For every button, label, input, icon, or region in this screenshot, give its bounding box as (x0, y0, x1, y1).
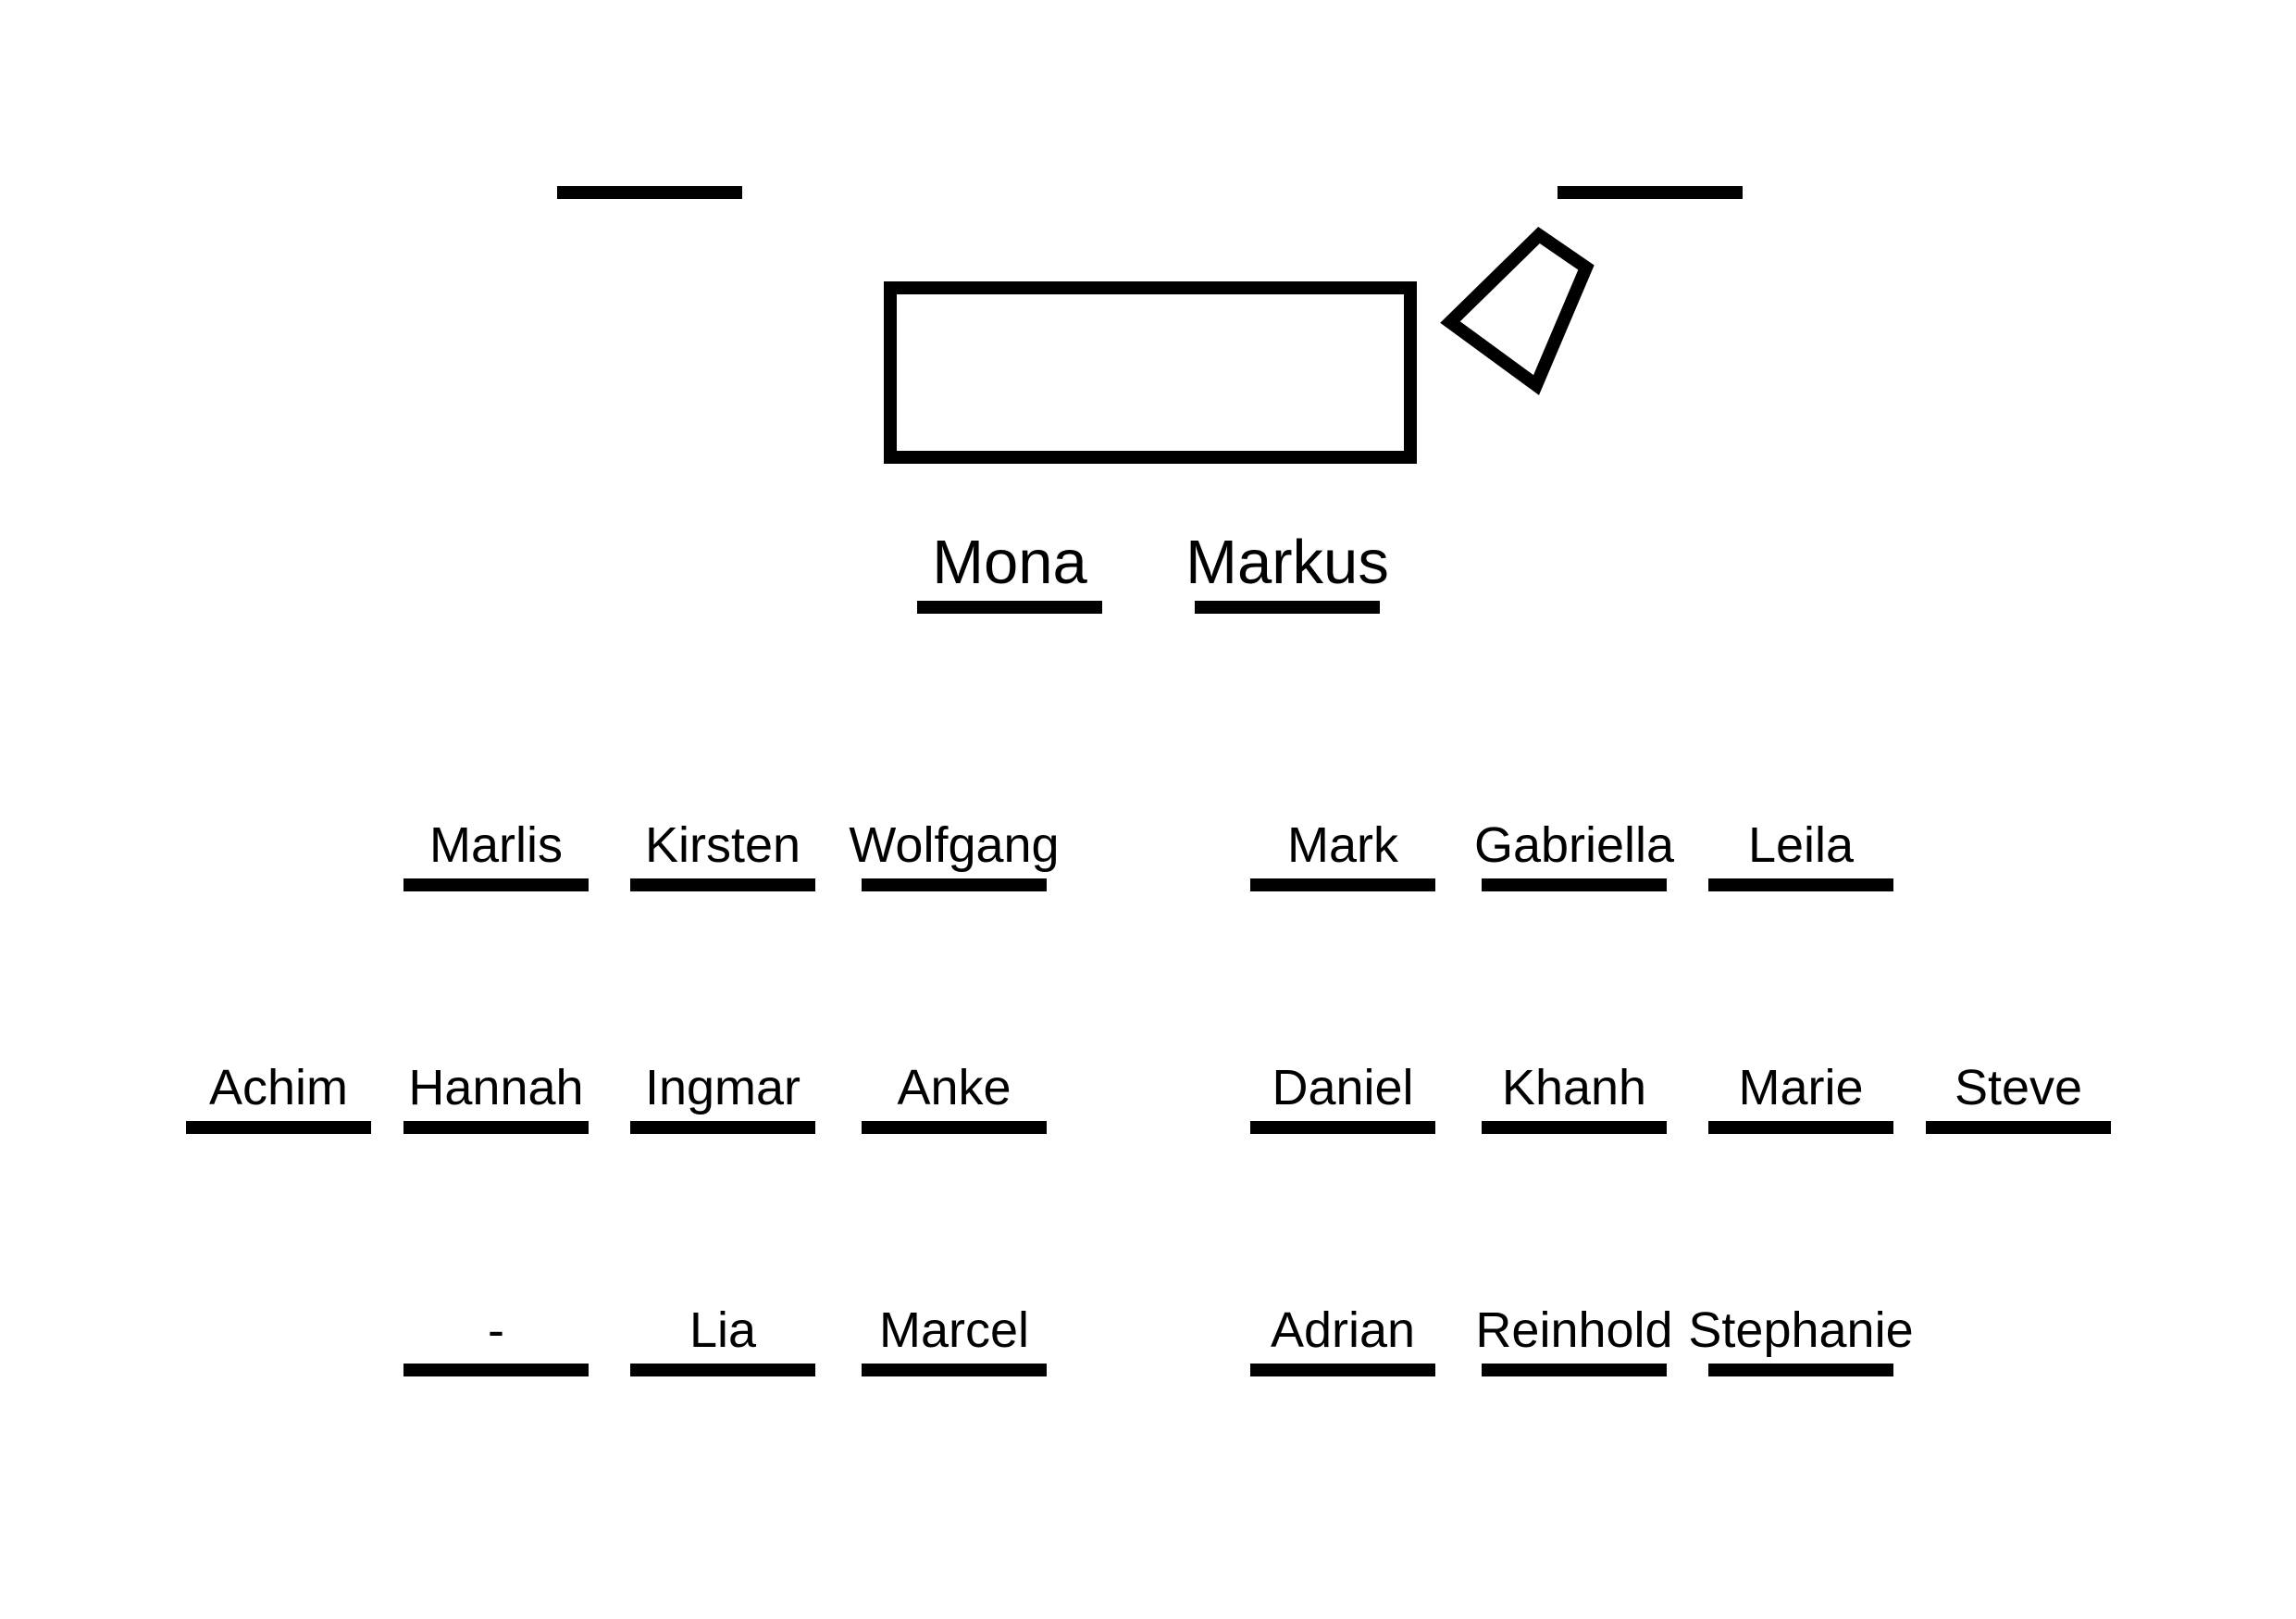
seat-line-front-1 (917, 601, 1102, 614)
seat-label-left-r2-c2: Hannah (408, 1060, 583, 1115)
seat-label-right-r3-c1: Adrian (1271, 1302, 1415, 1358)
seat-line-left-r1-c4 (862, 878, 1047, 891)
top-left-line (557, 186, 742, 199)
seat-line-left-r3-c4 (862, 1364, 1047, 1376)
seat-line-right-r3-c3 (1708, 1364, 1893, 1376)
seat-label-left-r1-c3: Kirsten (645, 817, 800, 873)
seat-label-left-r1-c2: Marlis (429, 817, 563, 873)
seat-label-right-r3-c2: Reinhold (1475, 1302, 1672, 1358)
seat-label-right-r2-c4: Steve (1955, 1060, 2082, 1115)
seat-label-left-r3-c4: Marcel (879, 1302, 1029, 1358)
seat-line-right-r2-c1 (1250, 1121, 1435, 1134)
seat-line-left-r1-c2 (403, 878, 589, 891)
front-desk (884, 281, 1417, 464)
seat-line-left-r2-c4 (862, 1121, 1047, 1134)
seat-line-left-r1-c3 (630, 878, 815, 891)
seat-label-right-r1-c3: Leila (1748, 817, 1855, 873)
seat-line-left-r2-c2 (403, 1121, 589, 1134)
seat-line-left-r3-c3 (630, 1364, 815, 1376)
seat-line-front-2 (1195, 601, 1380, 614)
seat-line-left-r3-c2 (403, 1364, 589, 1376)
seat-line-right-r1-c1 (1250, 878, 1435, 891)
seat-label-left-r2-c3: Ingmar (645, 1060, 800, 1115)
seat-label-right-r1-c1: Mark (1287, 817, 1399, 873)
seat-label-right-r2-c1: Daniel (1272, 1060, 1413, 1115)
seat-line-right-r1-c2 (1482, 878, 1667, 891)
seat-label-front-1: Mona (932, 528, 1087, 597)
seat-label-right-r2-c3: Marie (1738, 1060, 1863, 1115)
seat-line-left-r2-c1 (186, 1121, 371, 1134)
lamp-shape (1440, 226, 1595, 395)
seat-label-left-r2-c1: Achim (209, 1060, 348, 1115)
seat-label-right-r2-c2: Khanh (1502, 1060, 1646, 1115)
seat-line-right-r1-c3 (1708, 878, 1893, 891)
seat-line-right-r2-c4 (1926, 1121, 2111, 1134)
seat-line-right-r2-c2 (1482, 1121, 1667, 1134)
seat-label-right-r3-c3: Stephanie (1688, 1302, 1913, 1358)
seat-label-left-r1-c4: Wolfgang (849, 817, 1059, 873)
seat-label-left-r3-c2: - (488, 1302, 504, 1358)
seat-line-left-r2-c3 (630, 1121, 815, 1134)
top-right-line (1558, 186, 1743, 199)
seat-line-right-r3-c1 (1250, 1364, 1435, 1376)
seat-line-right-r2-c3 (1708, 1121, 1893, 1134)
seat-line-right-r3-c2 (1482, 1364, 1667, 1376)
seat-label-right-r1-c2: Gabriella (1474, 817, 1675, 873)
seat-label-left-r3-c3: Lia (689, 1302, 757, 1358)
seat-label-left-r2-c4: Anke (897, 1060, 1011, 1115)
seat-label-front-2: Markus (1185, 528, 1389, 597)
